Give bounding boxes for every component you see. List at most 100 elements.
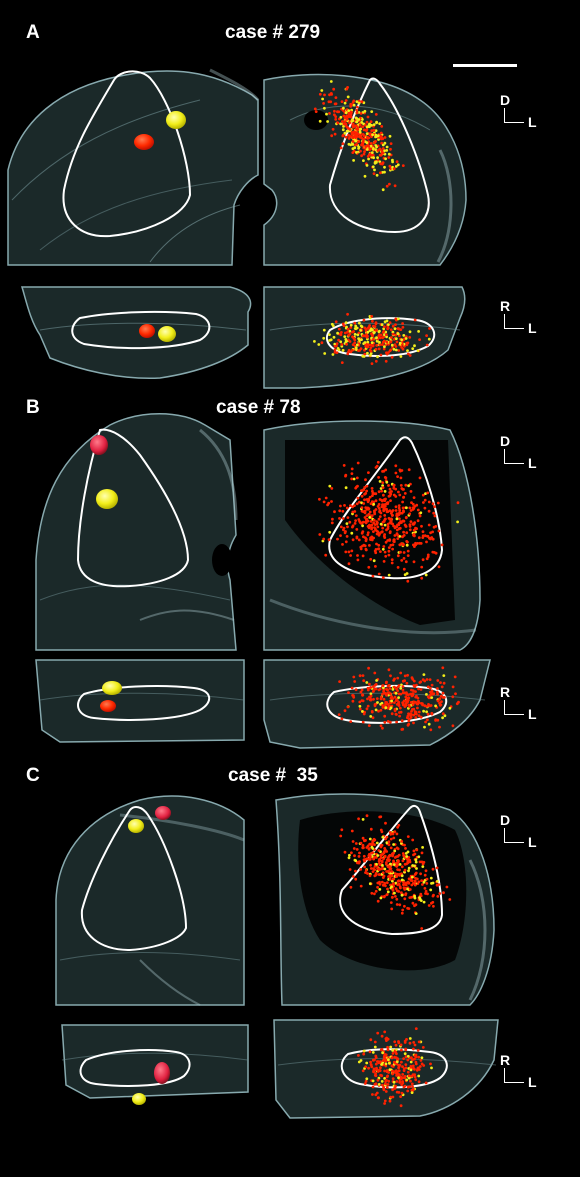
cell-dot bbox=[379, 708, 383, 712]
cell-dot bbox=[421, 530, 425, 534]
orientation-label-horizontal: L bbox=[528, 320, 537, 336]
cell-dot bbox=[384, 1062, 388, 1066]
cell-dot bbox=[364, 548, 368, 552]
cell-dot bbox=[375, 697, 379, 700]
cell-dot bbox=[344, 473, 348, 477]
cell-dot bbox=[404, 560, 408, 564]
cell-dot bbox=[344, 540, 348, 544]
cell-dot bbox=[388, 1061, 391, 1065]
cell-dot bbox=[380, 530, 383, 534]
cell-dot bbox=[379, 153, 383, 157]
cell-dot bbox=[361, 674, 365, 677]
cell-dot bbox=[367, 497, 370, 501]
cell-dot bbox=[347, 334, 350, 337]
cell-dot bbox=[400, 893, 404, 897]
cell-dot bbox=[388, 509, 392, 512]
cell-dot bbox=[384, 1037, 388, 1041]
cell-dot bbox=[345, 339, 348, 343]
cell-dot bbox=[397, 859, 400, 863]
cell-dot bbox=[384, 1082, 387, 1086]
cell-dot bbox=[385, 335, 388, 339]
cell-dot bbox=[333, 132, 337, 136]
cell-dot bbox=[381, 1083, 384, 1087]
cell-dot bbox=[382, 895, 386, 899]
cell-dot bbox=[422, 880, 426, 884]
cell-dot bbox=[360, 489, 363, 492]
cell-dot bbox=[362, 679, 366, 683]
cell-dot bbox=[382, 560, 386, 563]
cell-dot bbox=[436, 687, 439, 690]
cell-dot bbox=[366, 330, 370, 334]
cell-dot bbox=[357, 855, 361, 858]
cell-dot bbox=[403, 843, 406, 847]
cell-dot bbox=[456, 520, 459, 524]
orientation-label-vertical: D bbox=[500, 812, 511, 828]
cell-dot bbox=[394, 464, 398, 468]
cell-dot bbox=[361, 844, 365, 847]
cell-dot bbox=[363, 492, 366, 496]
cell-dot bbox=[379, 828, 383, 832]
cell-dot bbox=[333, 109, 336, 113]
cell-dot bbox=[390, 907, 394, 911]
cell-dot bbox=[379, 353, 383, 357]
cell-dot bbox=[448, 706, 452, 710]
cell-dot bbox=[436, 699, 440, 703]
cell-dot bbox=[426, 555, 430, 559]
cell-dot bbox=[396, 537, 400, 540]
cell-dot bbox=[349, 504, 352, 507]
cell-dot bbox=[416, 696, 420, 700]
cell-dot bbox=[354, 324, 358, 328]
cell-dot bbox=[394, 323, 397, 326]
cell-dot bbox=[346, 312, 349, 316]
cell-dot bbox=[369, 692, 373, 696]
cell-dot bbox=[400, 878, 404, 882]
cell-dot bbox=[341, 349, 345, 352]
cell-dot bbox=[404, 483, 408, 487]
cell-dot bbox=[380, 1034, 384, 1038]
cell-dot bbox=[408, 336, 412, 339]
cell-dot bbox=[395, 515, 399, 519]
cell-dot bbox=[435, 690, 439, 694]
cell-dot bbox=[388, 321, 392, 324]
cell-dot bbox=[390, 699, 393, 703]
cell-dot bbox=[384, 1079, 388, 1083]
cell-dot bbox=[393, 327, 397, 331]
cell-dot bbox=[379, 550, 382, 553]
cell-dot bbox=[376, 134, 380, 138]
cell-dot bbox=[403, 897, 407, 901]
cell-dot bbox=[361, 836, 365, 840]
cell-dot bbox=[384, 333, 388, 336]
cell-dot bbox=[339, 146, 343, 150]
cell-dot bbox=[377, 490, 381, 494]
cell-dot bbox=[366, 506, 370, 510]
cell-dot bbox=[387, 156, 391, 159]
cell-dot bbox=[383, 1077, 386, 1080]
cell-dot bbox=[438, 697, 442, 701]
panel-letter-c: C bbox=[26, 765, 41, 786]
cell-dot bbox=[353, 680, 357, 683]
cell-dot bbox=[386, 688, 389, 692]
cell-dot bbox=[326, 120, 329, 123]
cell-dot bbox=[376, 701, 379, 704]
cell-dot bbox=[442, 681, 446, 685]
cell-dot bbox=[389, 862, 392, 866]
cell-dot bbox=[384, 157, 387, 161]
cell-dot bbox=[394, 691, 398, 695]
cell-dot bbox=[393, 695, 397, 699]
cell-dot bbox=[377, 1096, 380, 1100]
cell-dot bbox=[418, 1065, 422, 1068]
cell-dot bbox=[414, 872, 417, 876]
cell-dot bbox=[383, 507, 387, 511]
cell-dot bbox=[392, 679, 396, 682]
cell-dot bbox=[374, 508, 378, 511]
cell-dot bbox=[382, 545, 386, 548]
cell-dot bbox=[370, 710, 374, 713]
cell-dot bbox=[388, 531, 392, 535]
cell-dot bbox=[358, 674, 362, 678]
cell-dot bbox=[428, 327, 431, 330]
cell-dot bbox=[411, 506, 415, 510]
cell-dot bbox=[328, 484, 332, 488]
cell-dot bbox=[368, 354, 372, 357]
cell-dot bbox=[373, 512, 377, 516]
cell-dot bbox=[351, 348, 354, 352]
